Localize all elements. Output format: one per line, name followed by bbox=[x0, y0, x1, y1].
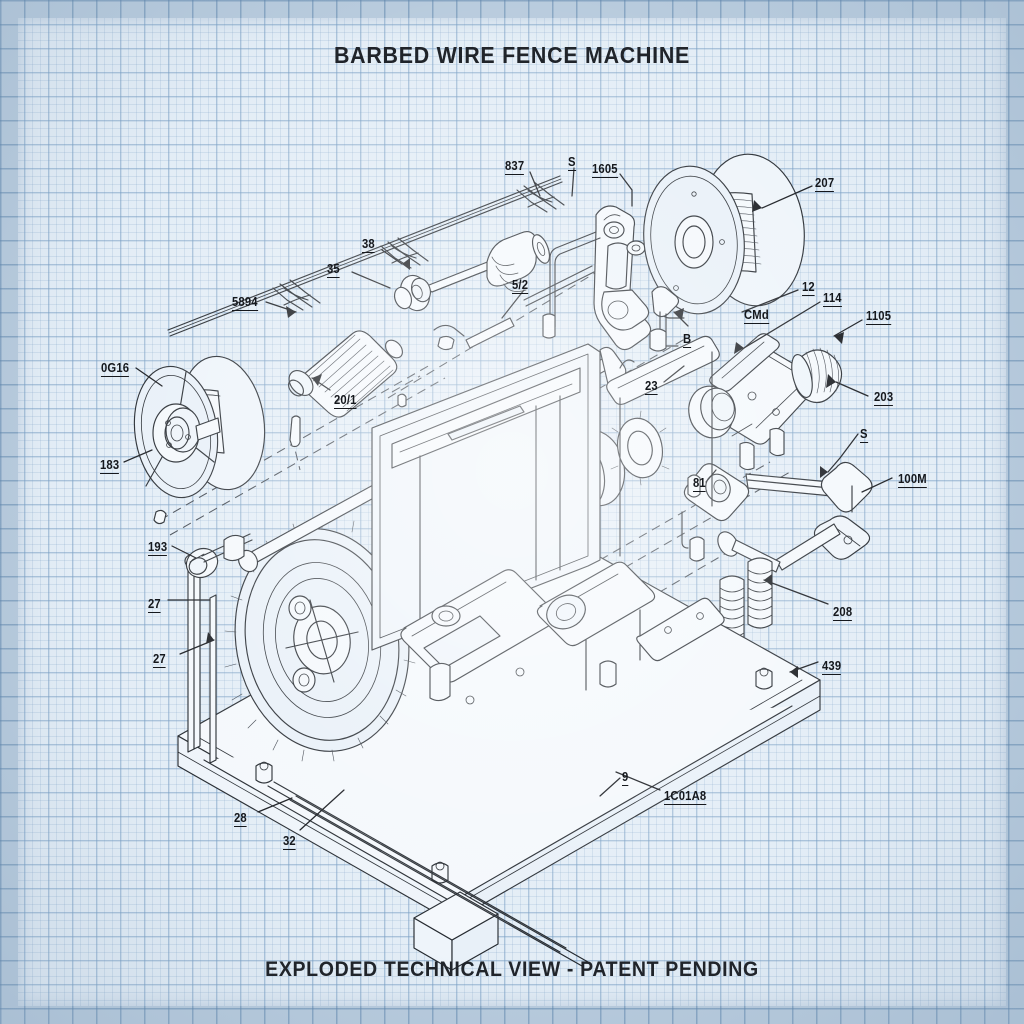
callout-label-193: 193 bbox=[148, 540, 168, 556]
feed-spool-left bbox=[133, 355, 266, 499]
callout-label-s: S bbox=[568, 155, 576, 171]
coil-spring-b bbox=[747, 557, 773, 629]
callout-label-cmd: CMd bbox=[744, 308, 769, 324]
twister-pulley bbox=[393, 274, 432, 312]
callout-label-0g16: 0G16 bbox=[101, 361, 130, 377]
callout-label-b: B bbox=[683, 332, 692, 348]
callout-label-23: 23 bbox=[645, 379, 658, 395]
callout-label-183: 183 bbox=[100, 458, 120, 474]
callout-label-837: 837 bbox=[505, 159, 525, 175]
callout-label-32: 32 bbox=[283, 834, 296, 850]
callout-label-s: S bbox=[860, 427, 868, 443]
callout-label-1605: 1605 bbox=[592, 162, 618, 178]
callout-label-100m: 100M bbox=[898, 472, 927, 488]
twister-spindle-assembly bbox=[393, 231, 551, 312]
callout-label-28: 28 bbox=[234, 811, 247, 827]
callout-label-38: 38 bbox=[362, 237, 375, 253]
callout-label-5-2: 5/2 bbox=[512, 278, 529, 294]
callout-label-20-1: 20/1 bbox=[334, 393, 357, 409]
large-wire-spool-right bbox=[643, 153, 805, 352]
callout-label-208: 208 bbox=[833, 605, 853, 621]
page-caption: EXPLODED TECHNICAL VIEW - PATENT PENDING bbox=[265, 958, 759, 981]
callout-label-12: 12 bbox=[802, 280, 815, 296]
callout-label-5894: 5894 bbox=[232, 295, 258, 311]
callout-label-81: 81 bbox=[693, 476, 706, 492]
callout-label-9: 9 bbox=[622, 770, 629, 786]
callout-label-1c01a8: 1C01A8 bbox=[664, 789, 707, 805]
callout-label-203: 203 bbox=[874, 390, 894, 406]
callout-label-27: 27 bbox=[148, 597, 161, 613]
wire-barb-left bbox=[272, 279, 321, 311]
callout-label-207: 207 bbox=[815, 176, 835, 192]
page-title: BARBED WIRE FENCE MACHINE bbox=[333, 42, 691, 68]
callout-label-27: 27 bbox=[153, 652, 166, 668]
callout-label-35: 35 bbox=[327, 262, 340, 278]
callout-label-439: 439 bbox=[822, 659, 842, 675]
callout-label-1105: 1105 bbox=[866, 309, 892, 325]
callout-label-114: 114 bbox=[823, 291, 842, 307]
